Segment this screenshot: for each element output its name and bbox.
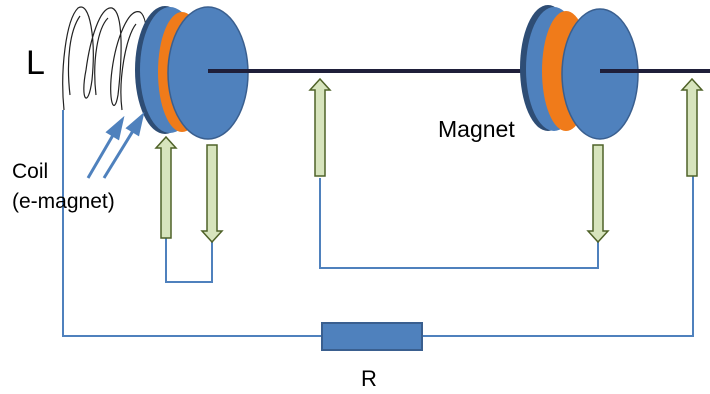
resistor-label: R — [361, 366, 377, 391]
right-disk-assembly — [520, 5, 639, 140]
circuit-wire-left-loop — [165, 238, 213, 283]
coil-label-line2: (e-magnet) — [12, 190, 115, 213]
up-arrow-middle — [308, 77, 332, 177]
up-arrow-left — [154, 135, 178, 239]
coil-winding — [62, 6, 148, 111]
coil-pointer-arrows — [86, 111, 145, 179]
inductor-label: L — [26, 44, 45, 82]
magnet-label: Magnet — [438, 116, 515, 142]
down-arrow-left — [200, 144, 224, 244]
circuit-wire-middle-loop — [319, 178, 599, 269]
coil-label-line1: Coil — [12, 160, 49, 183]
down-arrow-right — [586, 144, 610, 244]
circuit-wire-outer — [62, 110, 694, 337]
coil-label: Coil (e-magnet) — [12, 157, 115, 217]
resistor — [321, 322, 423, 351]
up-arrow-right — [680, 77, 704, 177]
